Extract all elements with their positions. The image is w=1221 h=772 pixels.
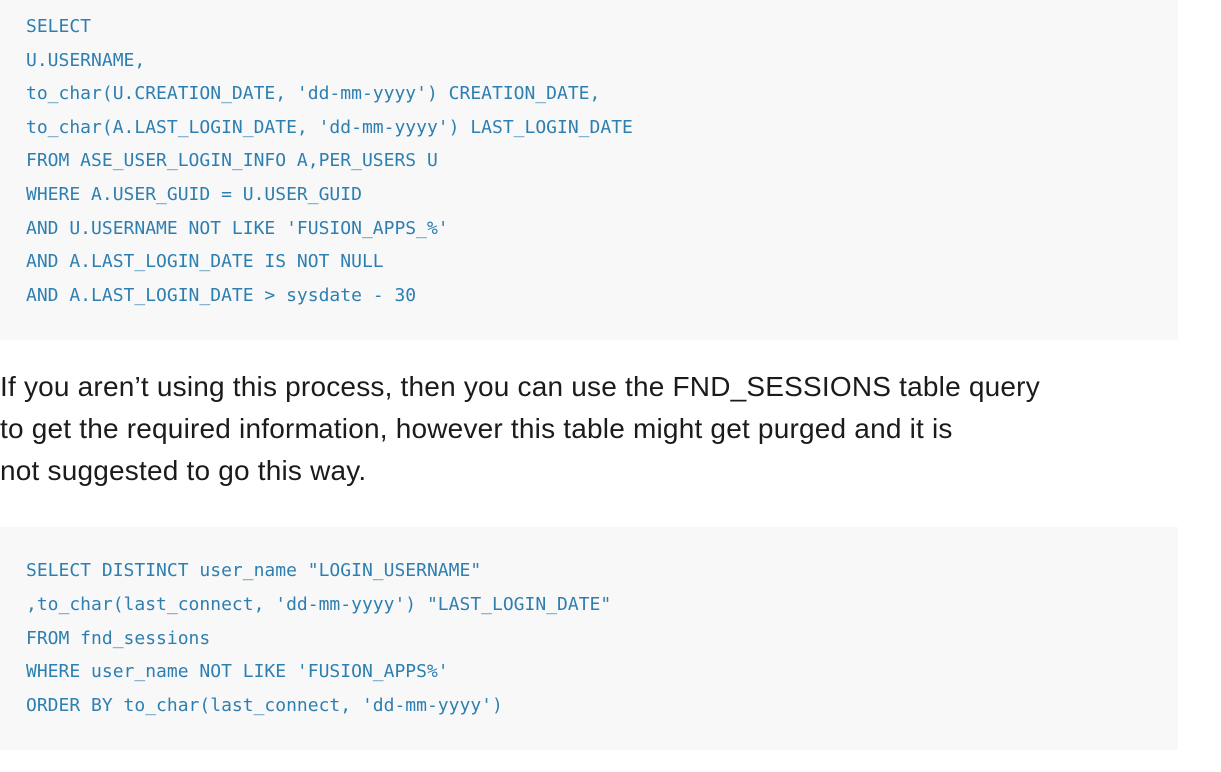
code-line: to_char(A.LAST_LOGIN_DATE, 'dd-mm-yyyy')…: [26, 116, 633, 138]
code-line: ORDER BY to_char(last_connect, 'dd-mm-yy…: [26, 694, 503, 716]
code-line: AND A.LAST_LOGIN_DATE IS NOT NULL: [26, 251, 384, 273]
code-line: ,to_char(last_connect, 'dd-mm-yyyy') "LA…: [26, 593, 612, 615]
code-line: WHERE user_name NOT LIKE 'FUSION_APPS%': [26, 661, 449, 683]
sql-code-block-per-users: SELECT U.USERNAME, to_char(U.CREATION_DA…: [0, 0, 1178, 341]
paragraph-line: If you aren’t using this process, then y…: [0, 371, 1040, 403]
code-line: SELECT: [26, 16, 92, 37]
body-paragraph: If you aren’t using this process, then y…: [0, 366, 1221, 492]
code-line: SELECT DISTINCT user_name "LOGIN_USERNAM…: [26, 560, 482, 582]
sql-code-block-fnd-sessions: SELECT DISTINCT user_name "LOGIN_USERNAM…: [0, 527, 1178, 751]
code-line: FROM fnd_sessions: [26, 627, 211, 649]
code-line: to_char(U.CREATION_DATE, 'dd-mm-yyyy') C…: [26, 83, 601, 105]
code-line: AND A.LAST_LOGIN_DATE > sysdate - 30: [26, 284, 417, 306]
code-line: WHERE A.USER_GUID = U.USER_GUID: [26, 183, 362, 205]
paragraph-line: not suggested to go this way.: [0, 455, 367, 487]
code-line: U.USERNAME,: [26, 49, 146, 71]
code-line: AND U.USERNAME NOT LIKE 'FUSION_APPS_%': [26, 217, 449, 239]
code-line: FROM ASE_USER_LOGIN_INFO A,PER_USERS U: [26, 150, 438, 172]
paragraph-line: to get the required information, however…: [0, 413, 953, 445]
